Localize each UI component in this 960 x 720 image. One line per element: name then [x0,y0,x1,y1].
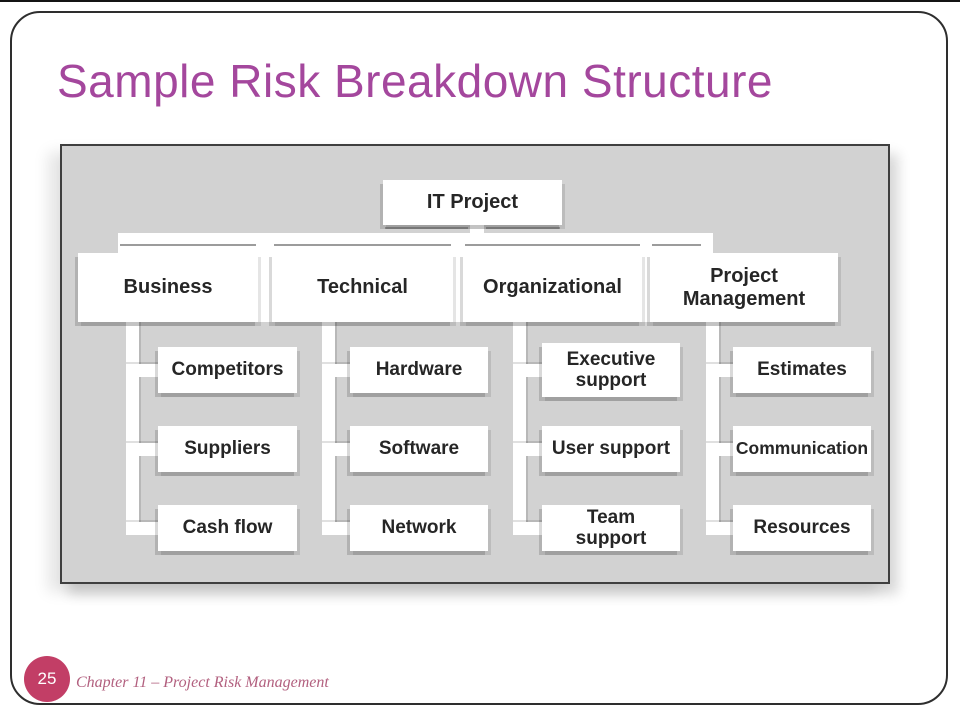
connector-stub [322,364,351,377]
node-competitors: Competitors [158,347,297,393]
connector-stub [322,522,351,535]
shadow-line [274,244,451,246]
node-resources: Resources [733,505,871,551]
node-cash-flow: Cash flow [158,505,297,551]
node-estimates: Estimates [733,347,871,393]
connector-stub [322,443,351,456]
shadow-line [486,227,560,229]
connector-stub [513,443,543,456]
connector-stub [706,443,734,456]
slide-title: Sample Risk Breakdown Structure [57,55,774,107]
node-business: Business [78,253,258,322]
connector-vbar-technical [322,322,335,535]
shadow-line [385,227,468,229]
connector-vbar-organizational [513,322,526,535]
connector-stub [513,364,543,377]
connector-stub [513,522,543,535]
node-network: Network [350,505,488,551]
footer-chapter-text: Chapter 11 – Project Risk Management [76,674,329,691]
page-number-badge: 25 [24,656,70,702]
node-it-project: IT Project [383,180,562,225]
image-top-edge [0,0,960,2]
node-executive-support: Executive support [542,343,680,397]
page-number: 25 [37,669,57,688]
connector-stub [706,522,734,535]
node-project-management: Project Management [650,253,838,322]
node-technical: Technical [272,253,453,322]
node-hardware: Hardware [350,347,488,393]
connector-vbar-business [126,322,139,535]
shadow-line [120,244,256,246]
shadow-line [652,244,701,246]
connector-root-stub [470,223,484,235]
node-communication: Communication [733,426,871,472]
connector-stub [126,522,159,535]
node-software: Software [350,426,488,472]
shadow-line [465,244,640,246]
connector-stub [126,364,159,377]
connector-stub [706,364,734,377]
connector-stub [126,443,159,456]
node-team-support: Team support [542,505,680,551]
connector-vbar-project-management [706,322,719,535]
node-suppliers: Suppliers [158,426,297,472]
slide-border [10,11,948,705]
node-organizational: Organizational [463,253,642,322]
node-user-support: User support [542,426,680,472]
